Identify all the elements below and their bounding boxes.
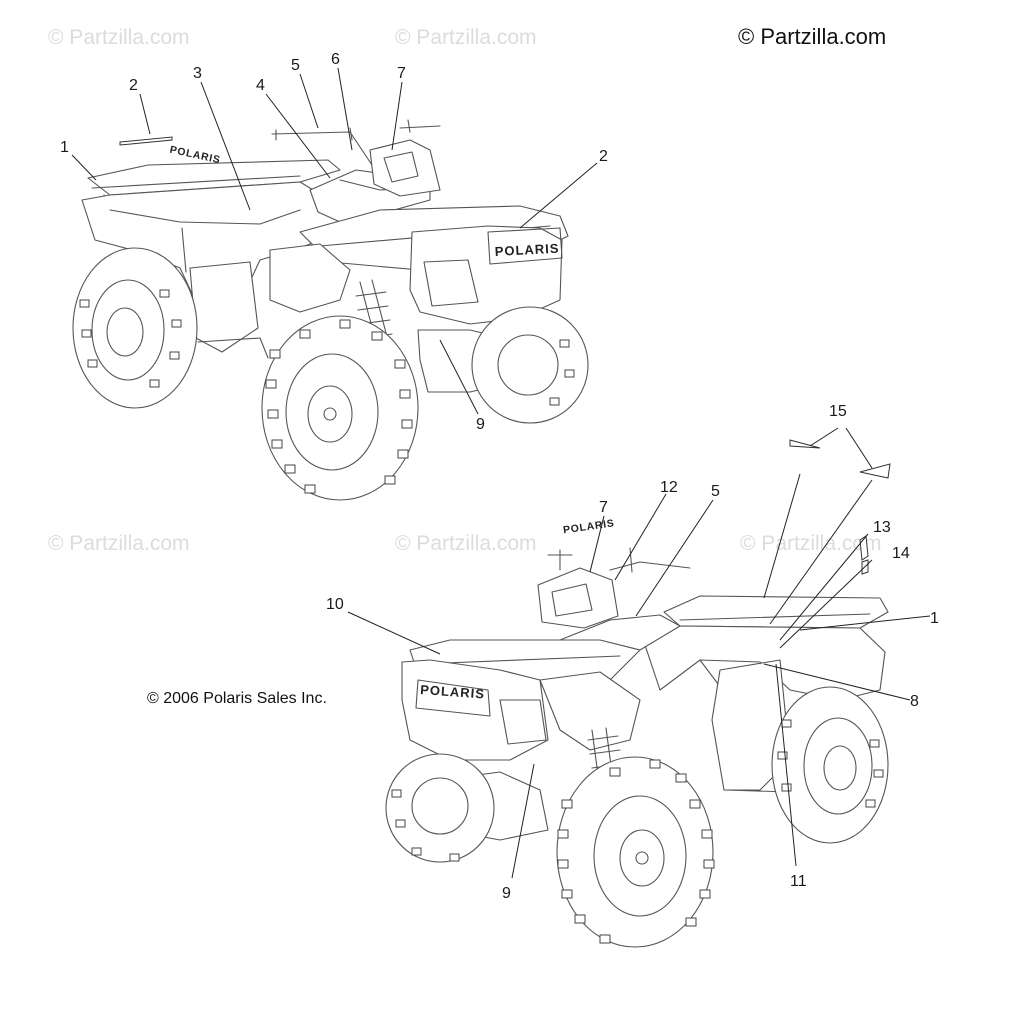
callout-label: 15 bbox=[829, 403, 847, 420]
callout-label: 3 bbox=[193, 65, 202, 82]
decal-2-rack bbox=[119, 136, 173, 146]
atv-top-illustration: POLARIS POLARIS bbox=[72, 119, 589, 501]
callout-label: 11 bbox=[790, 873, 807, 890]
callout-label: 13 bbox=[873, 519, 891, 536]
brand-logo: POLARIS bbox=[494, 241, 559, 259]
partzilla-credit: © Partzilla.com bbox=[738, 24, 886, 49]
decal-15-left bbox=[789, 439, 821, 449]
callout-label: 12 bbox=[660, 479, 678, 496]
watermark: © Partzilla.com bbox=[395, 26, 537, 49]
leader-lines bbox=[71, 67, 931, 879]
callout-label: 5 bbox=[291, 57, 300, 74]
callout-label: 9 bbox=[476, 416, 485, 433]
callouts-top: 1 2 3 4 5 6 7 2 9 bbox=[60, 51, 608, 433]
decal-15-right bbox=[859, 463, 891, 479]
callout-label: 10 bbox=[326, 596, 344, 613]
callout-label: 2 bbox=[129, 77, 138, 94]
watermark: © Partzilla.com bbox=[395, 532, 537, 555]
callout-label: 1 bbox=[60, 139, 69, 156]
callout-label: 9 bbox=[502, 885, 511, 902]
brand-logo: POLARIS bbox=[562, 518, 615, 536]
callout-label: 2 bbox=[599, 148, 608, 165]
callout-label: 8 bbox=[910, 693, 919, 710]
callout-label: 1 bbox=[930, 610, 939, 627]
watermarks: © Partzilla.com © Partzilla.com © Partzi… bbox=[48, 26, 882, 555]
brand-logo: POLARIS bbox=[420, 682, 486, 701]
watermark: © Partzilla.com bbox=[48, 532, 190, 555]
callout-label: 5 bbox=[711, 483, 720, 500]
watermark: © Partzilla.com bbox=[48, 26, 190, 49]
copyright-notice: © 2006 Polaris Sales Inc. bbox=[147, 690, 327, 707]
watermark: © Partzilla.com bbox=[740, 532, 882, 555]
callout-label: 4 bbox=[256, 77, 265, 94]
callout-label: 7 bbox=[599, 499, 608, 516]
callout-label: 7 bbox=[397, 65, 406, 82]
callouts-bottom: 15 7 12 5 13 14 10 1 8 9 11 bbox=[326, 403, 939, 902]
brand-logo: POLARIS bbox=[169, 145, 222, 167]
atv-bottom-illustration: POLARIS POLARIS bbox=[385, 439, 891, 948]
callout-label: 6 bbox=[331, 51, 340, 68]
callout-label: 14 bbox=[892, 545, 910, 562]
